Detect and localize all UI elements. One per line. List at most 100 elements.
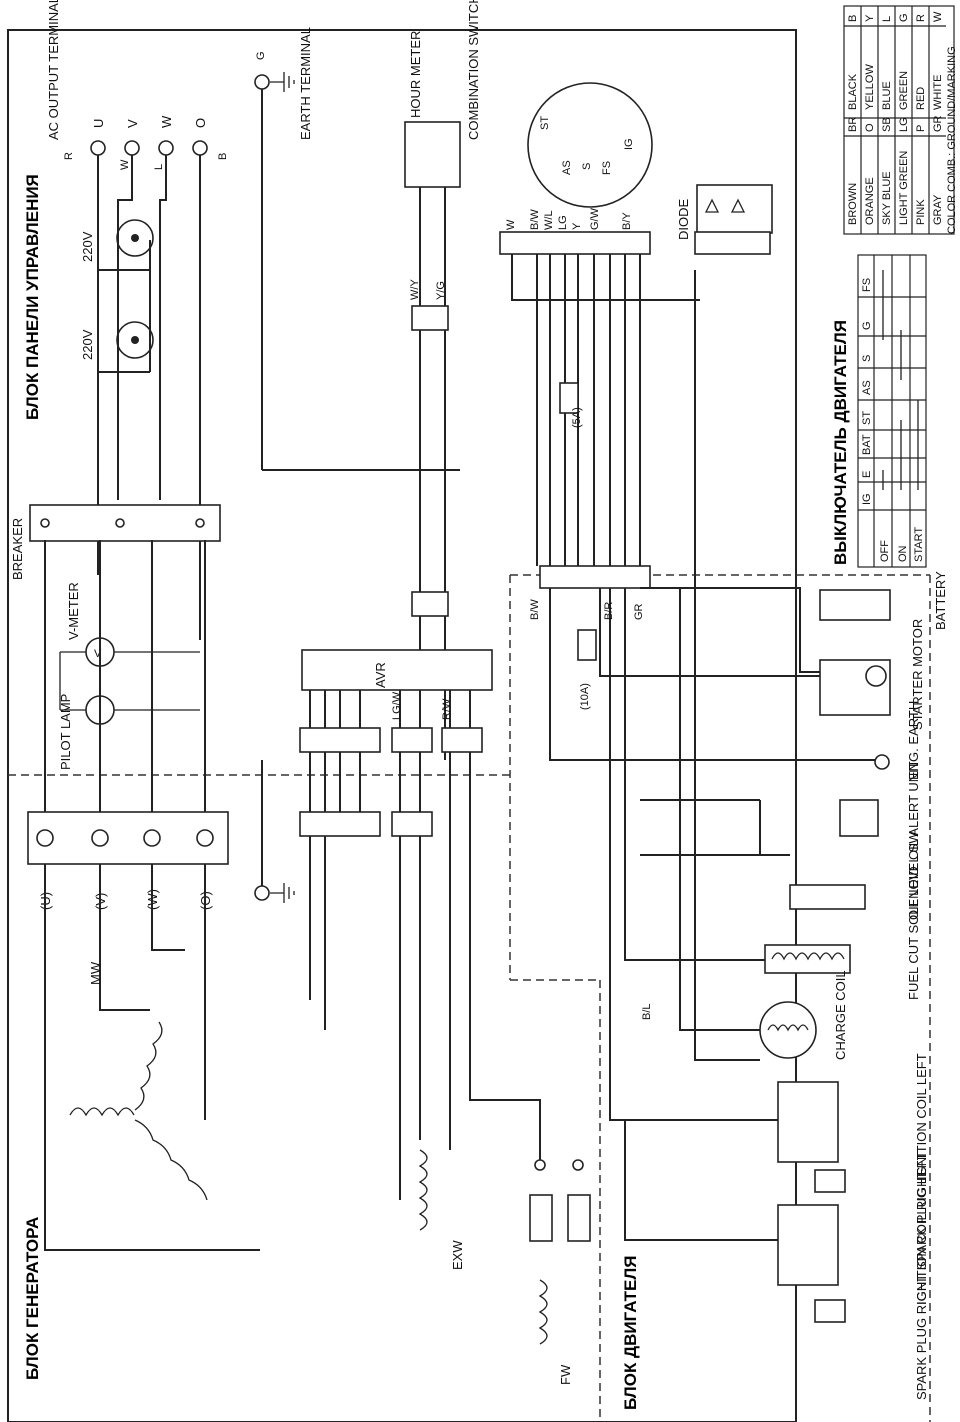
eng-wire-gr: GR xyxy=(633,603,645,620)
avr-box xyxy=(301,649,493,691)
outlet-2-voltage: 220V xyxy=(80,329,95,360)
earth-symbol xyxy=(270,72,295,92)
switch-table xyxy=(857,254,927,568)
label-mw: MW xyxy=(88,961,103,985)
connector-avr-top xyxy=(411,591,449,617)
connector-avr-2 xyxy=(391,727,433,753)
terminal-u-label: U xyxy=(91,119,106,128)
ct-r1-name2: ORANGE xyxy=(864,177,876,225)
cs-wire-by: B/Y xyxy=(621,212,633,230)
ct-footer: COLOR COMB.: GROUND/MARKING xyxy=(946,46,958,234)
wire-charge-coil xyxy=(679,270,760,1061)
generator-earth xyxy=(254,885,270,901)
label-ign-left: IGNITION COIL LEFT xyxy=(914,1053,929,1180)
winding-u xyxy=(69,1107,135,1117)
wire-label-r: R xyxy=(63,152,75,160)
wire-outlet-b xyxy=(98,240,151,373)
label-diode: DIODE xyxy=(676,199,691,241)
ct-r0-code: B xyxy=(847,15,859,22)
ct-r2-code2: SB xyxy=(881,117,893,132)
winding-v xyxy=(134,1021,163,1111)
st-row-start: START xyxy=(913,527,925,562)
wire-fuel-cut xyxy=(624,588,765,961)
earth-terminal xyxy=(254,74,270,90)
breaker-box xyxy=(29,504,221,542)
fw-minus-brush xyxy=(567,1194,591,1242)
fuel-cut-solenoid xyxy=(764,944,851,974)
outer-frame xyxy=(7,29,797,1422)
generator-terminal-block xyxy=(27,811,229,865)
ct-r0-code2: BR xyxy=(847,117,859,132)
cs-pin-st: ST xyxy=(539,116,551,130)
label-avr: AVR xyxy=(373,662,388,688)
section-title-panel: БЛОК ПАНЕЛИ УПРАВЛЕНИЯ xyxy=(23,174,42,420)
st-row-on: ON xyxy=(897,545,909,562)
st-col-g: G xyxy=(861,321,873,330)
section-title-engine: БЛОК ДВИГАТЕЛЯ xyxy=(621,1255,640,1410)
eng-wire-bl: B/L xyxy=(641,1003,653,1020)
wire-oil xyxy=(640,799,790,856)
st-row-off: OFF xyxy=(879,540,891,562)
ct-r5-code2: GR xyxy=(932,115,944,132)
wire-avr-conn xyxy=(309,690,471,728)
ct-r4-code2: P xyxy=(915,125,927,132)
ct-r0-name2: BROWN xyxy=(847,183,859,225)
oil-alert-unit xyxy=(839,799,879,837)
cs-pin-s: S xyxy=(581,163,593,170)
diode-symbols xyxy=(704,198,746,213)
connector-gen-1 xyxy=(299,811,381,837)
wire-meters xyxy=(59,651,200,711)
ct-r5-name2: GRAY xyxy=(932,194,944,225)
wire-w-l xyxy=(159,155,167,500)
ct-r1-code2: O xyxy=(864,123,876,132)
wire-label-w: W xyxy=(119,159,131,170)
section-title-switch: ВЫКЛЮЧАТЕЛЬ ДВИГАТЕЛЯ xyxy=(831,320,850,565)
hour-meter xyxy=(404,121,461,188)
fuse-10a xyxy=(577,629,597,661)
cs-wire-y: Y xyxy=(571,222,583,230)
diode-box xyxy=(696,184,773,234)
outlet-220v-2: 220V xyxy=(80,321,154,360)
wire-v-w xyxy=(117,155,133,500)
v-meter-symbol: V xyxy=(94,648,102,660)
label-charge-coil: CHARGE COIL xyxy=(833,970,848,1060)
battery xyxy=(819,589,891,621)
label-eng-earth: ENG. EARTH xyxy=(906,701,921,780)
ct-r1-name: YELLOW xyxy=(864,64,876,110)
wire-label-wy: W/Y xyxy=(409,279,421,300)
st-col-ig: IG xyxy=(861,493,873,505)
spark-plug-left xyxy=(814,1169,846,1193)
st-col-st: ST xyxy=(861,411,873,425)
wire-avr-gen xyxy=(309,752,421,812)
label-combination-switch: COMBINATION SWITCH xyxy=(466,0,481,140)
ct-r3-code2: LG xyxy=(898,117,910,132)
wire-label-yg: Y/G xyxy=(435,281,447,300)
wire-engine-power xyxy=(549,587,875,761)
label-starter-motor: STARTER MOTOR xyxy=(910,619,925,730)
st-col-fs: FS xyxy=(861,278,873,292)
label-fuse-10a: (10A) xyxy=(579,683,591,710)
st-col-bat: BAT xyxy=(861,434,873,455)
connector-engine xyxy=(539,565,651,589)
label-ac-output: AC OUTPUT TERMINAL xyxy=(46,0,61,140)
terminal-v-label: V xyxy=(125,119,140,128)
connector-gen-2 xyxy=(391,811,433,837)
label-battery: BATTERY xyxy=(933,571,948,630)
terminal-o xyxy=(192,140,208,156)
ct-r2-name2: SKY BLUE xyxy=(881,171,893,225)
wire-ignition xyxy=(609,588,778,1241)
label-fuel-cut: FUEL CUT SOLENOID xyxy=(906,866,921,1000)
wire-avr-field xyxy=(449,752,541,1160)
eng-earth xyxy=(874,754,890,770)
ct-r3-name: GREEN xyxy=(898,71,910,110)
ct-r4-name2: PINK xyxy=(915,199,927,225)
label-fw: FW xyxy=(558,1364,573,1385)
charge-coil-winding xyxy=(767,1024,809,1032)
ignition-coil-left xyxy=(777,1081,839,1163)
label-breaker: BREAKER xyxy=(10,518,25,580)
label-v-meter: V-METER xyxy=(66,582,81,640)
label-exw: EXW xyxy=(450,1240,465,1270)
oil-level-switch xyxy=(789,884,866,910)
fw-plus-brush xyxy=(529,1194,553,1242)
